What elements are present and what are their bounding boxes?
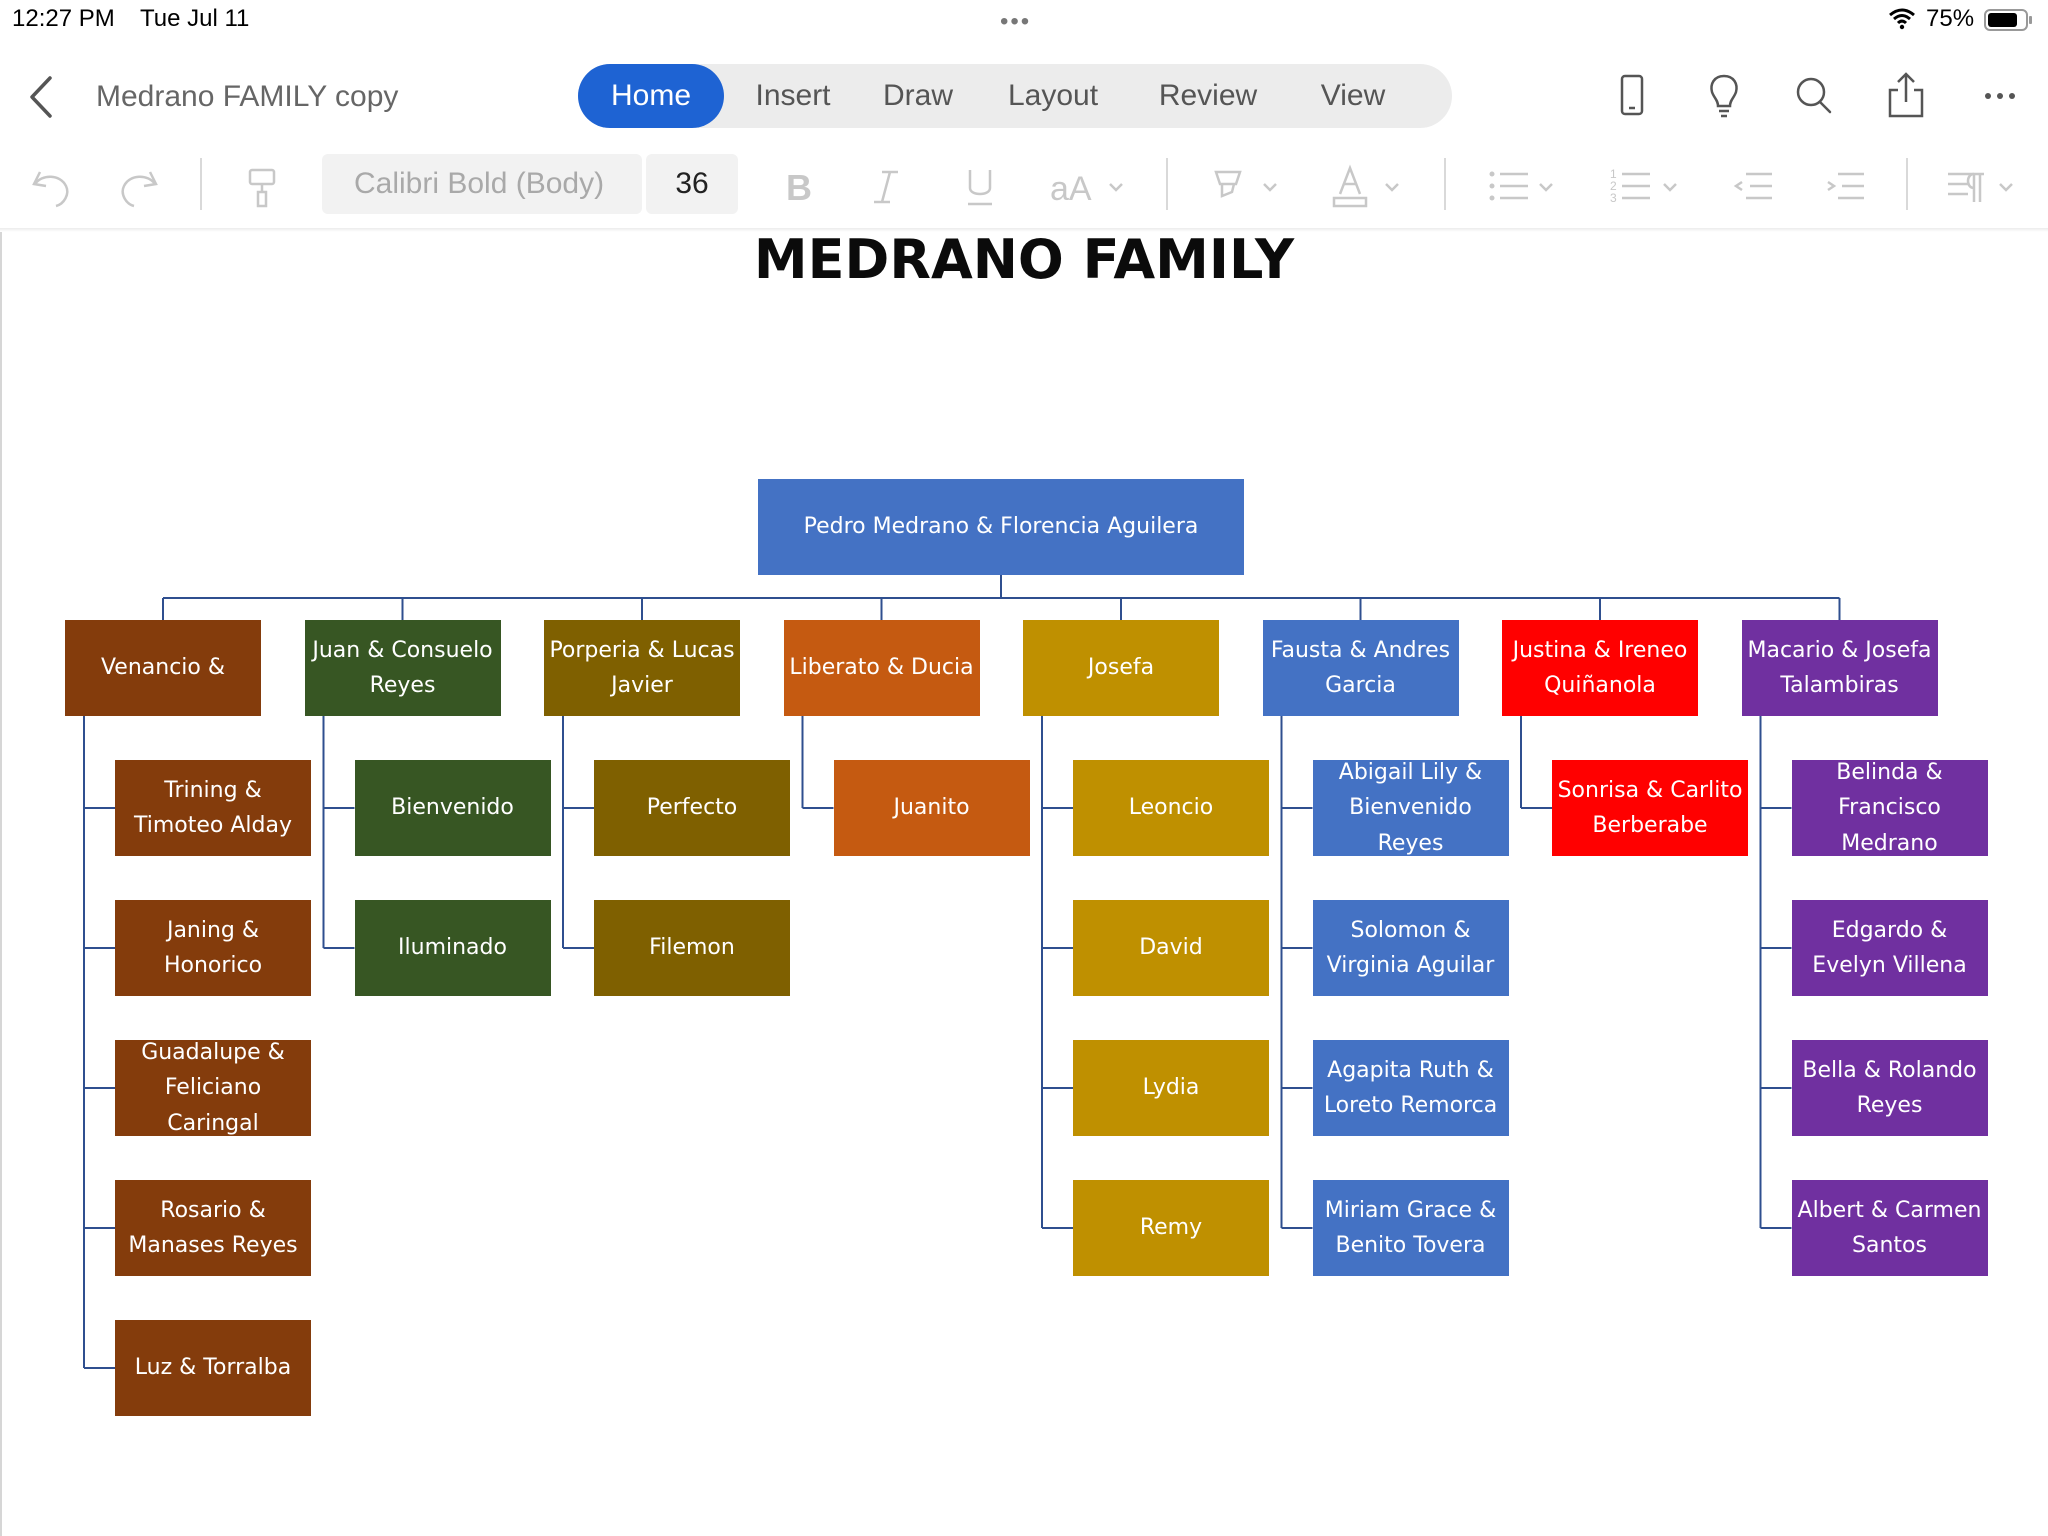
undo-icon[interactable] [26, 162, 76, 212]
font-size-field[interactable]: 36 [646, 154, 738, 214]
phone-layout-icon[interactable] [1604, 68, 1660, 124]
highlight-icon[interactable] [1208, 162, 1284, 212]
italic-icon[interactable] [864, 162, 908, 212]
child-node[interactable]: Guadalupe & Feliciano Caringal [115, 1040, 311, 1136]
branch-node[interactable]: Justina & Ireneo Quiñanola [1502, 620, 1698, 716]
wifi-icon [1889, 8, 1915, 30]
branch-node[interactable]: Liberato & Ducia [783, 620, 980, 716]
child-node[interactable]: Belinda & Francisco Medrano [1791, 760, 1988, 856]
child-node[interactable]: Leoncio [1073, 760, 1269, 856]
page-edge [0, 232, 2, 1536]
tab-home[interactable]: Home [578, 64, 724, 128]
font-case-icon[interactable]: aA [1046, 162, 1130, 212]
branch-node[interactable]: Fausta & Andres Garcia [1262, 620, 1459, 716]
child-node[interactable]: Albert & Carmen Santos [1791, 1180, 1988, 1276]
ribbon-tabs: Home Insert Draw Layout Review View [578, 64, 1452, 128]
toolbar-shadow [0, 228, 2048, 232]
child-node[interactable]: Iluminado [354, 900, 551, 996]
child-node[interactable]: Remy [1073, 1180, 1269, 1276]
share-icon[interactable] [1878, 68, 1934, 124]
decrease-indent-icon[interactable] [1730, 162, 1780, 212]
child-node[interactable]: Perfecto [594, 760, 790, 856]
tab-draw[interactable]: Draw [882, 79, 953, 112]
child-node[interactable]: Bella & Rolando Reyes [1791, 1040, 1988, 1136]
multitasking-dots-icon[interactable]: ••• [1000, 8, 1032, 35]
document-heading[interactable]: MEDRANO FAMILY [753, 228, 1295, 291]
toolbar-divider [1166, 158, 1168, 210]
font-name-field[interactable]: Calibri Bold (Body) [322, 154, 642, 214]
status-bar: 12:27 PM Tue Jul 11 ••• 75% [0, 0, 2048, 40]
child-node[interactable]: Miriam Grace & Benito Tovera [1312, 1180, 1509, 1276]
child-node[interactable]: Luz & Torralba [115, 1320, 311, 1416]
format-painter-icon[interactable] [238, 162, 288, 212]
svg-text:1: 1 [1610, 167, 1617, 181]
redo-icon[interactable] [114, 162, 164, 212]
tab-review[interactable]: Review [1158, 79, 1258, 112]
child-node[interactable]: Solomon & Virginia Aguilar [1312, 900, 1509, 996]
battery-percent: 75% [1926, 5, 1975, 32]
child-node[interactable]: Juanito [833, 760, 1030, 856]
lightbulb-icon[interactable] [1696, 68, 1752, 124]
title-bar: Medrano FAMILY copy Home Insert Draw Lay… [0, 40, 2048, 150]
bullet-list-icon[interactable] [1484, 162, 1560, 212]
search-icon[interactable] [1786, 68, 1842, 124]
numbered-list-icon[interactable]: 1 2 3 [1608, 162, 1684, 212]
status-date: Tue Jul 11 [140, 5, 250, 32]
child-node[interactable]: Lydia [1073, 1040, 1269, 1136]
child-node[interactable]: Rosario & Manases Reyes [115, 1180, 311, 1276]
branch-node[interactable]: Josefa [1023, 620, 1219, 716]
svg-text:aA: aA [1050, 170, 1092, 208]
formatting-toolbar: Calibri Bold (Body) 36 B aA 1 2 3 [0, 150, 2048, 230]
tab-insert[interactable]: Insert [755, 79, 831, 112]
document-title[interactable]: Medrano FAMILY copy [96, 80, 399, 113]
bold-icon[interactable]: B [776, 162, 820, 212]
battery-icon [1984, 9, 2032, 31]
svg-text:2: 2 [1610, 179, 1617, 193]
paragraph-icon[interactable] [1944, 162, 2020, 212]
child-node[interactable]: David [1073, 900, 1269, 996]
child-node[interactable]: Sonrisa & Carlito Berberabe [1552, 760, 1748, 856]
increase-indent-icon[interactable] [1822, 162, 1872, 212]
toolbar-divider [1444, 158, 1446, 210]
underline-icon[interactable] [958, 162, 1002, 212]
branch-node[interactable]: Porperia & Lucas Javier [544, 620, 740, 716]
branch-node[interactable]: Macario & Josefa Talambiras [1741, 620, 1938, 716]
child-node[interactable]: Trining & Timoteo Alday [115, 760, 311, 856]
child-node[interactable]: Abigail Lily & Bienvenido Reyes [1312, 760, 1509, 856]
svg-text:3: 3 [1610, 191, 1617, 205]
back-chevron-icon[interactable] [22, 72, 62, 122]
branch-node[interactable]: Venancio & [65, 620, 261, 716]
branch-node[interactable]: Juan & Consuelo Reyes [304, 620, 501, 716]
child-node[interactable]: Janing & Honorico [115, 900, 311, 996]
status-time: 12:27 PM [12, 5, 115, 32]
child-node[interactable]: Bienvenido [354, 760, 551, 856]
more-icon[interactable] [1972, 68, 2028, 124]
svg-text:B: B [786, 167, 812, 208]
toolbar-divider [200, 158, 202, 210]
root-node[interactable]: Pedro Medrano & Florencia Aguilera [758, 479, 1244, 575]
toolbar-divider [1906, 158, 1908, 210]
child-node[interactable]: Filemon [594, 900, 790, 996]
font-color-icon[interactable] [1330, 162, 1406, 212]
tab-view[interactable]: View [1320, 79, 1386, 112]
child-node[interactable]: Agapita Ruth & Loreto Remorca [1312, 1040, 1509, 1136]
tab-layout[interactable]: Layout [1007, 79, 1099, 112]
child-node[interactable]: Edgardo & Evelyn Villena [1791, 900, 1988, 996]
